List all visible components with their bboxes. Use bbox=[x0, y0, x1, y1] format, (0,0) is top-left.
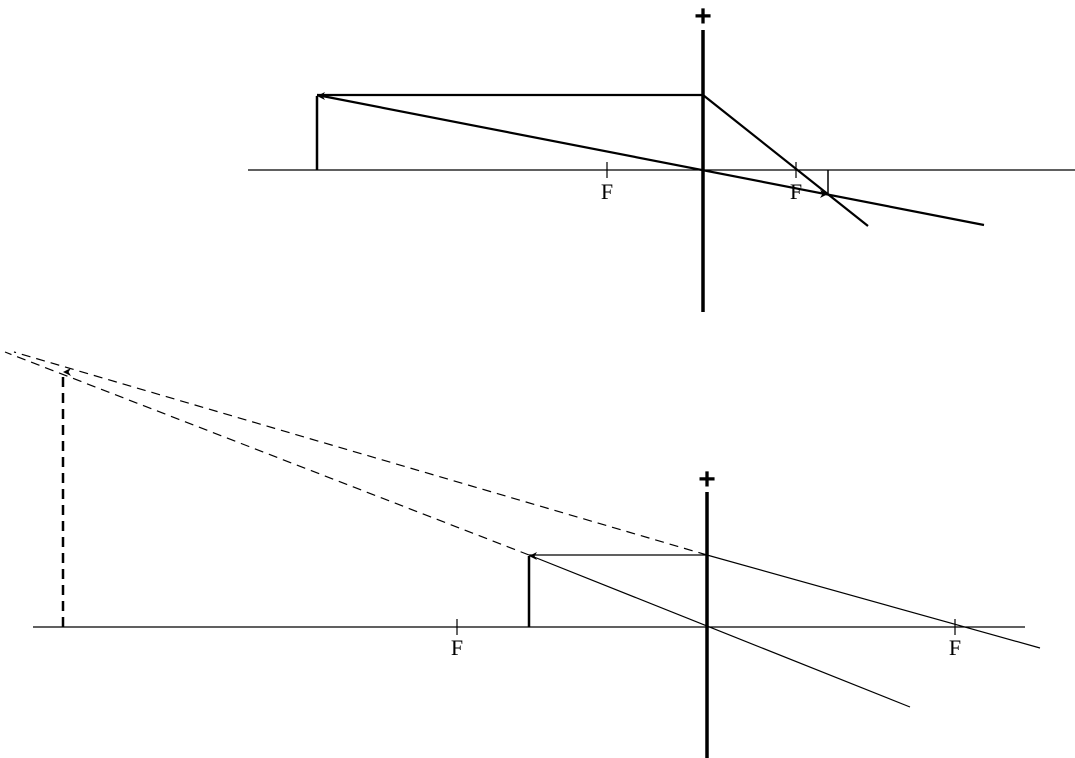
lens-sign: + bbox=[694, 0, 712, 33]
focal-point-right-label: F bbox=[790, 179, 802, 204]
focal-point-left-label: F bbox=[601, 179, 613, 204]
parallel-ray bbox=[317, 93, 869, 227]
diagram-virtual-image: + F F bbox=[4, 351, 1041, 758]
lens-sign: + bbox=[698, 463, 716, 496]
central-ray bbox=[528, 554, 911, 708]
focal-point-left-label: F bbox=[451, 635, 463, 660]
central-ray bbox=[316, 93, 985, 227]
diagram-real-image: + F F bbox=[248, 0, 1075, 312]
central-ray-extension bbox=[4, 351, 530, 556]
parallel-ray-extension bbox=[13, 351, 708, 556]
focal-point-right-label: F bbox=[949, 635, 961, 660]
parallel-ray bbox=[529, 554, 1041, 649]
